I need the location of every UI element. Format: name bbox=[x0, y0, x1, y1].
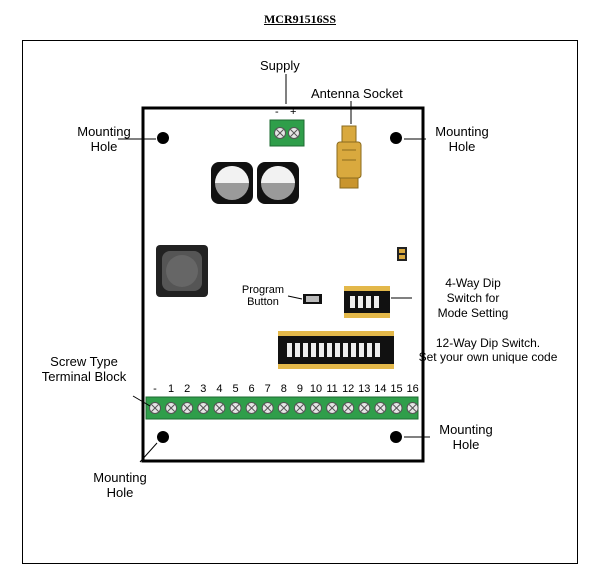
mounting-hole-bottom-left bbox=[157, 431, 169, 443]
terminal-screw bbox=[374, 402, 387, 414]
antenna-socket bbox=[336, 125, 362, 189]
terminal-screw bbox=[277, 402, 290, 414]
mounting-bl-callout-line bbox=[139, 442, 158, 463]
terminal-number-label: 14 bbox=[374, 383, 387, 395]
terminal-number-label: 12 bbox=[342, 383, 355, 395]
program-button bbox=[303, 294, 322, 304]
terminal-screw bbox=[326, 402, 339, 414]
dip12-label: 12-Way Dip Switch.Set your own unique co… bbox=[418, 336, 558, 364]
terminal-number-label: 9 bbox=[296, 383, 303, 395]
mounting-hole-top-left bbox=[157, 132, 169, 144]
terminal-number-label: 8 bbox=[280, 383, 287, 395]
antenna-socket-label: Antenna Socket bbox=[311, 86, 403, 101]
terminal-number-label: 5 bbox=[232, 383, 239, 395]
terminal-number-label: 10 bbox=[309, 383, 323, 395]
terminal-screw bbox=[229, 402, 242, 414]
terminal-number-label: 1 bbox=[168, 383, 175, 395]
terminal-number-label: 11 bbox=[326, 383, 338, 395]
terminal-screw bbox=[213, 402, 226, 414]
terminal-number-label: 4 bbox=[216, 383, 223, 395]
terminal-number-label: 15 bbox=[390, 383, 403, 395]
supply-plus-label: + bbox=[290, 106, 297, 118]
terminal-screw bbox=[165, 402, 178, 414]
mounting-hole-bottom-right bbox=[390, 431, 402, 443]
terminal-screw bbox=[149, 402, 161, 414]
supply-minus-label: - bbox=[275, 106, 279, 118]
terminal-screw bbox=[390, 402, 403, 414]
terminal-screw bbox=[261, 402, 274, 414]
terminal-number-label: 7 bbox=[264, 383, 271, 395]
document-title: MCR91516SS bbox=[263, 12, 336, 26]
square-component bbox=[156, 245, 208, 297]
diagram-frame bbox=[22, 40, 578, 564]
supply-label: Supply bbox=[260, 58, 300, 73]
terminal-callout-line bbox=[132, 395, 151, 407]
terminal-screw bbox=[358, 402, 371, 414]
capacitor-left bbox=[211, 162, 253, 204]
terminal-screw bbox=[310, 402, 322, 414]
terminal-screw bbox=[406, 402, 419, 414]
terminal-number-label: 16 bbox=[406, 383, 419, 395]
dip-switch-4-way bbox=[344, 286, 390, 318]
terminal-number-label: 3 bbox=[200, 383, 207, 395]
terminal-screw bbox=[197, 402, 210, 414]
supply-terminal bbox=[269, 119, 305, 147]
terminal-number-label: 2 bbox=[184, 383, 191, 395]
terminal-screw bbox=[181, 402, 194, 414]
dip-switch-12-way bbox=[278, 331, 394, 369]
terminal-screw bbox=[342, 402, 355, 414]
terminal-number-label: 13 bbox=[358, 383, 371, 395]
terminal-screw bbox=[293, 402, 306, 414]
jumper bbox=[397, 247, 407, 261]
terminal-number-label: - bbox=[153, 383, 157, 395]
capacitor-right bbox=[257, 162, 299, 204]
mounting-hole-top-right bbox=[390, 132, 402, 144]
terminal-screw bbox=[245, 402, 258, 414]
terminal-block bbox=[145, 396, 419, 420]
terminal-number-label: 6 bbox=[248, 383, 255, 395]
